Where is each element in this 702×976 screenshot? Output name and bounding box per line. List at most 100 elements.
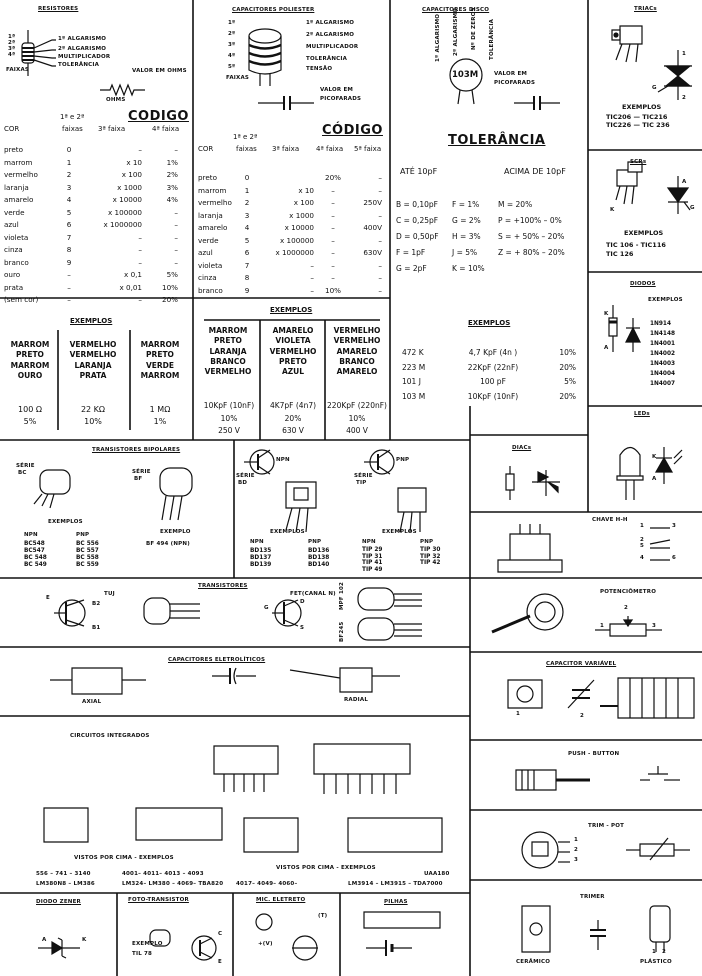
bc-pnp: BC 558 [76, 555, 99, 561]
mic-plus: +(V) [258, 941, 273, 947]
poli-faixas: FAIXAS [226, 75, 250, 81]
color-cell: preto [4, 145, 23, 154]
foto-title: FOTO-TRANSISTOR [128, 897, 189, 903]
example-value-2: 22 KΩ [80, 405, 106, 414]
poli-result-2: 4K7pF (4n7) 20% 630 V [262, 400, 324, 438]
example-band: MARROM [140, 340, 180, 349]
bipolar-drawings [34, 450, 426, 532]
volt-cell: 250V [363, 198, 382, 207]
tol-cell: – [331, 273, 335, 282]
example-band: VERDE [145, 360, 175, 370]
resistor-tol-column: – 1% 2% 3% 4% – – – – – 5% 10% 20% [150, 144, 178, 307]
bd-pnp-title: PNP [308, 539, 322, 545]
example-band: LARANJA [74, 360, 112, 370]
tol-row: B = 0,10pF [396, 200, 438, 209]
volt-cell: – [378, 185, 382, 195]
digit-cell: – [67, 282, 71, 292]
example-band: MARROM [140, 370, 180, 380]
poliester-drawing [249, 29, 314, 110]
pilhas-title: PILHAS [384, 899, 408, 905]
bc-npn: BC548 [24, 541, 45, 547]
leds-title: LEDs [634, 411, 650, 417]
diodos-exemplos: EXEMPLOS [648, 297, 683, 303]
poli-mult-column: x 10 x 100 x 1000 x 10000 x 100000 x 100… [256, 172, 314, 297]
tip-npn: TIP 31 [362, 553, 383, 560]
ci-vistos-2: VISTOS POR CIMA - EXEMPLOS [276, 865, 376, 871]
capvar-title: CAPACITOR VARIÁVEL [546, 661, 617, 667]
poli-examples-title: EXEMPLOS [270, 306, 313, 314]
digit-cell: 8 [66, 245, 72, 254]
diode-model: 1N4003 [650, 361, 676, 367]
tol-cell: – [331, 235, 335, 245]
chave-title: CHAVE H-H [592, 517, 628, 523]
ci-ex-16: 4017– 4049– 4060– [236, 881, 298, 887]
valor-label: VALOR EM OHMS [132, 68, 187, 74]
digit-cell: 2 [244, 198, 250, 207]
col-header-3: 3ª faixa [98, 125, 126, 133]
triac-drawing [612, 26, 692, 100]
tol-cell: – [174, 207, 178, 217]
tol-row: F = 1% [452, 200, 480, 209]
color-cell: cinza [4, 245, 23, 254]
pot-pin-2: 2 [624, 605, 629, 611]
ci-ex-14b: LM324– LM380 – 4069– TBA820 [122, 881, 224, 887]
bd-serie: SÉRIE [236, 473, 255, 479]
mult-cell: x 100 [293, 198, 314, 207]
fet-label: FET(CANAL N) [290, 591, 336, 597]
bc-label: BC [18, 470, 27, 476]
chave-pin-6: 6 [672, 555, 677, 561]
tip-pnp: TIP 32 [420, 553, 441, 560]
bd-npn-title: NPN [250, 539, 264, 545]
callout-1: 1º ALGARISMO [58, 36, 107, 42]
disco-code-cell: 101 J [402, 377, 421, 386]
mult-cell: – [138, 295, 142, 304]
band-label-3: 3ª [8, 46, 16, 52]
poli-codigo-title: CÓDIGO [322, 123, 383, 138]
color-cell: vermelho [4, 170, 38, 179]
resistores-title: RESISTORES [38, 6, 79, 12]
acima-10pf: ACIMA DE 10pF [504, 167, 566, 176]
result-tol: 10% [220, 413, 238, 423]
tol-cell: 10% [162, 282, 178, 292]
poli-result-3: 220KpF (220nF) 10% 400 V [326, 400, 388, 438]
disco-tol-cell: 5% [564, 377, 576, 386]
pot-title: POTENCIÔMETRO [600, 589, 657, 595]
volt-cell: – [378, 285, 382, 295]
tol-cell: 10% [325, 285, 341, 295]
result-value: 10KpF (10nF) [203, 401, 255, 410]
ate-10pf: ATÉ 10pF [400, 167, 438, 176]
tuj-pin-b2: B2 [92, 601, 101, 607]
digit-cell: 1 [66, 157, 72, 167]
ci-title-1: CIRCUITOS INTEGRADOS [70, 733, 150, 740]
ci-ex-18a: UAA180 [424, 871, 450, 877]
poli-tol-column: 20% – – – – – – – – 10% [318, 172, 348, 297]
tol-row: C = 0,25pF [396, 216, 439, 225]
disco-values: 4,7 KpF (4n ) 22KpF (22nF) 100 pF 10KpF … [448, 346, 538, 404]
disco-value-cell: 22KpF (22nF) [467, 362, 519, 372]
digit-cell: 8 [244, 273, 250, 282]
tol-cell: – [331, 185, 335, 195]
example-band: BRANCO [210, 356, 246, 366]
transistores-title: TRANSISTORES [198, 583, 248, 589]
led-pin-k: K [652, 454, 657, 460]
scr-pin-k: K [610, 207, 615, 213]
capvar-pin-1: 1 [516, 711, 521, 717]
tol-cell: 4% [166, 195, 178, 204]
example-band: VERMELHO [69, 340, 117, 349]
poli-callout-3: MULTIPLICADOR [306, 44, 359, 50]
col-header-12: 1ª e 2ª [60, 113, 85, 121]
digit-cell: 6 [66, 220, 72, 229]
tip-npn-list: TIP 29 TIP 31 TIP 41 TIP 49 [362, 547, 382, 573]
resistor-example-1: MARROM PRETO MARROM OURO [4, 340, 56, 381]
disco-codes: 472 K 223 M 101 J 103 M [402, 346, 425, 404]
tol-cell: 20% [162, 295, 178, 304]
mult-cell: x 10 [298, 185, 314, 195]
mult-cell: x 10000 [284, 223, 314, 232]
poli-header-12: 1ª e 2ª [233, 133, 258, 141]
color-cell: azul [198, 248, 213, 257]
triac-exemplos: EXEMPLOS [622, 103, 662, 111]
tip-label: TIP [356, 480, 367, 486]
digit-cell: – [67, 270, 71, 279]
disco-code: 103M [452, 70, 479, 80]
